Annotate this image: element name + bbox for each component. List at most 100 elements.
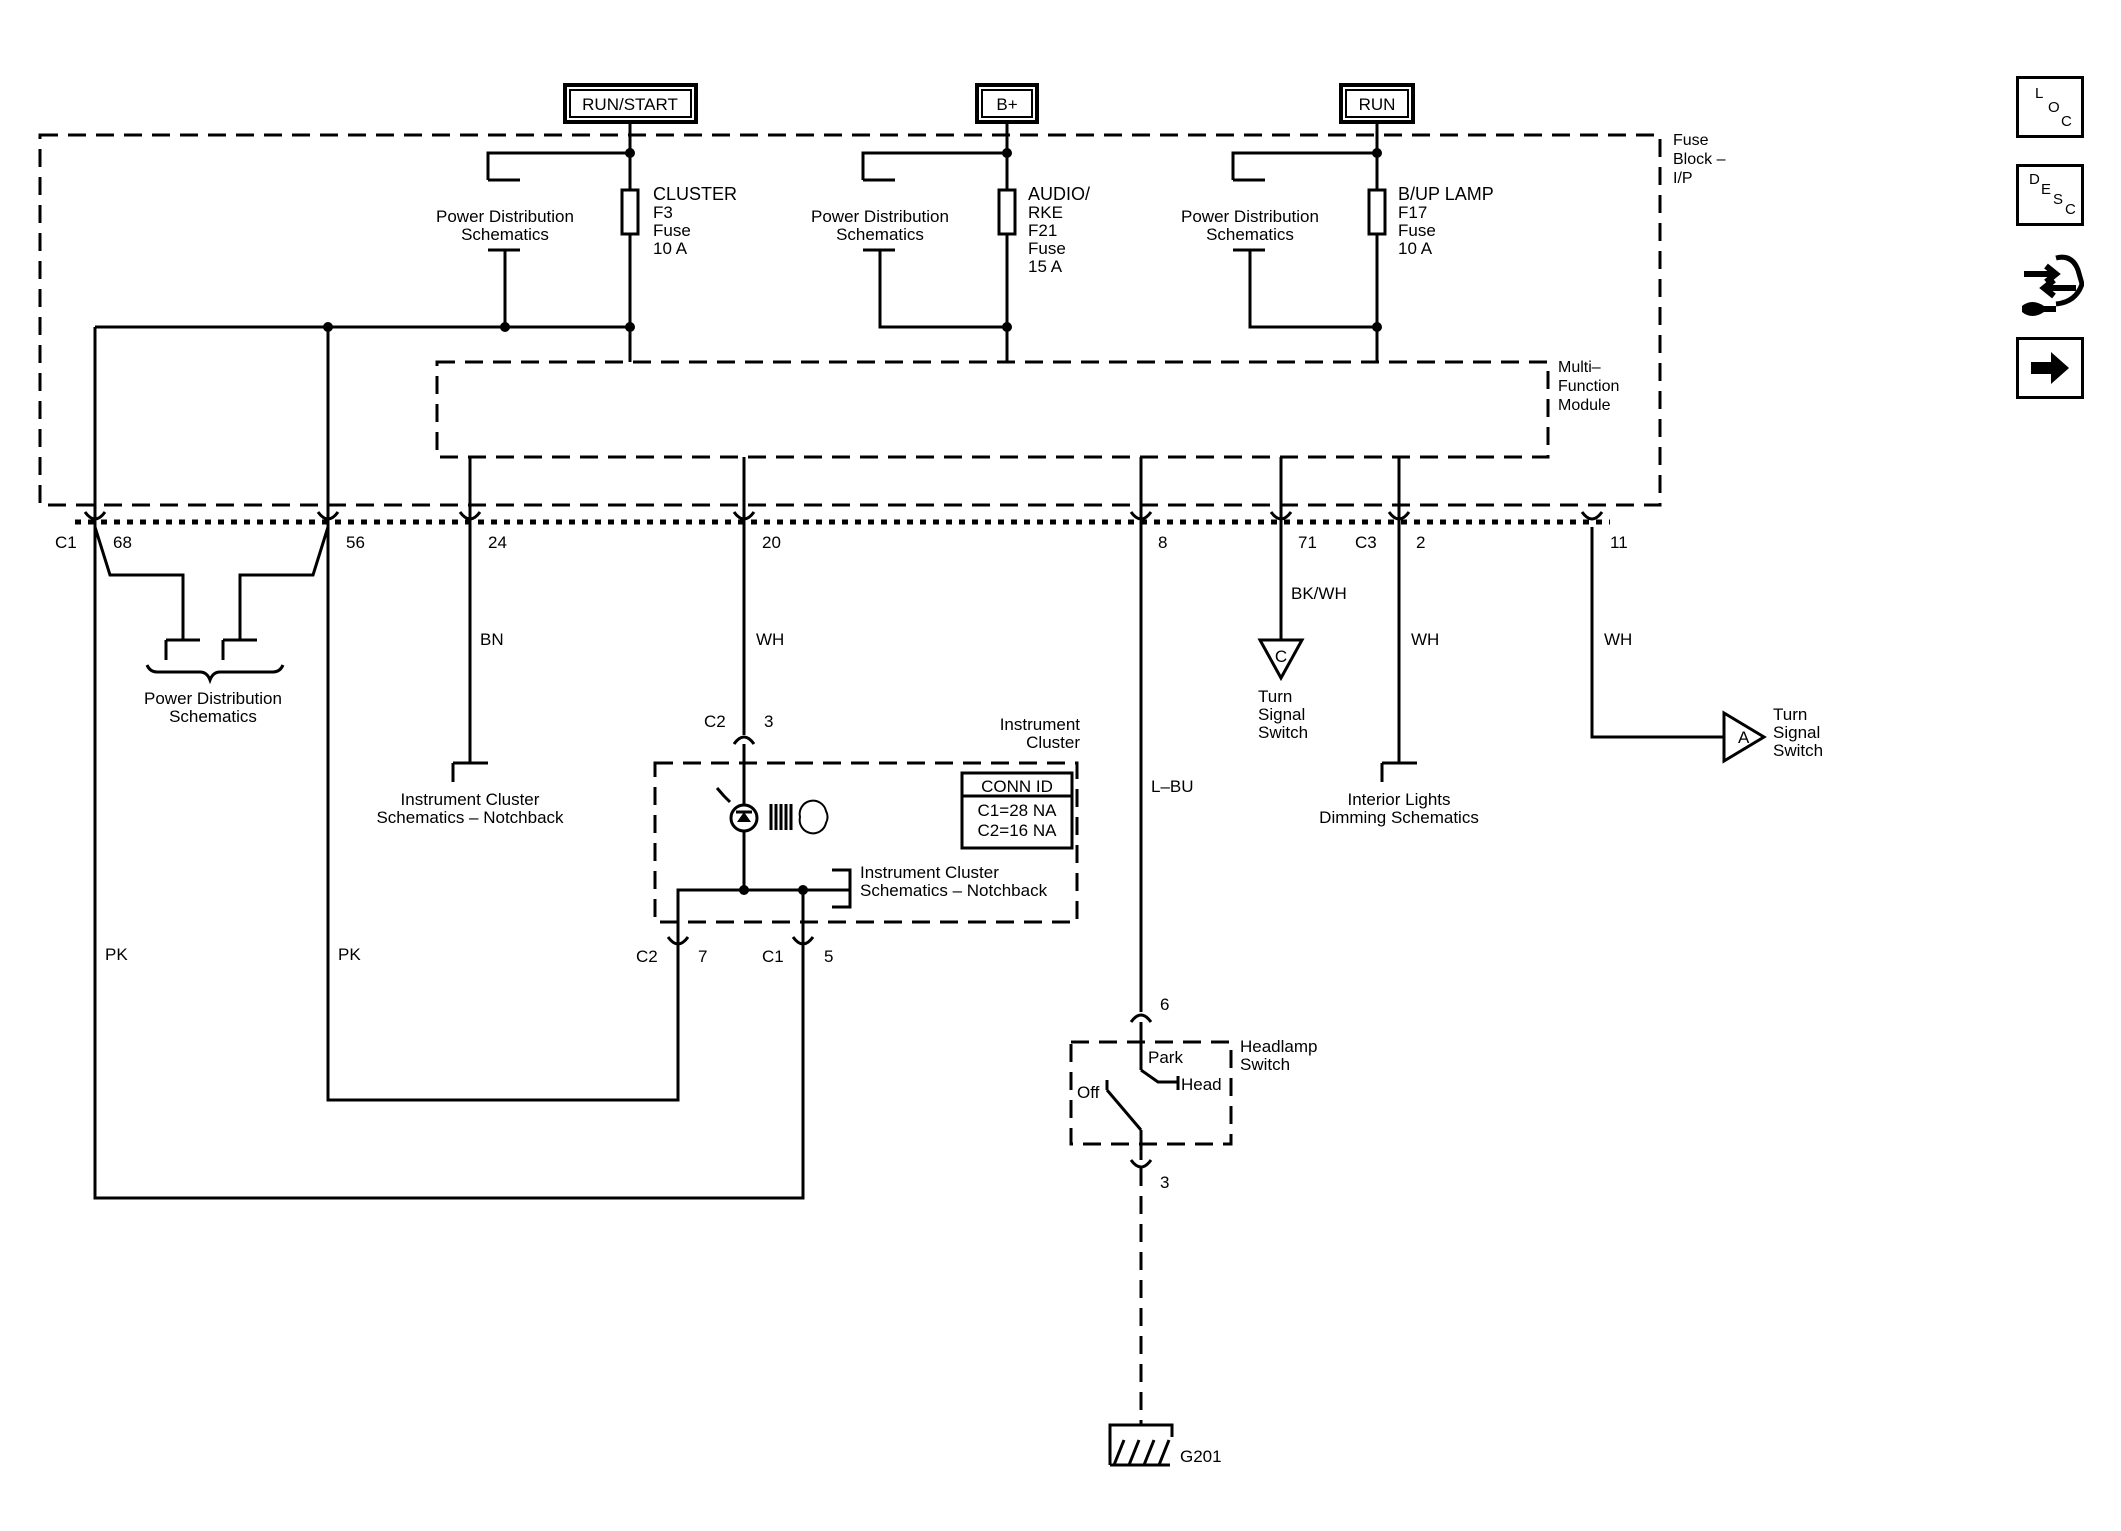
power-label-run-start: RUN/START bbox=[563, 83, 698, 124]
svg-text:F17: F17 bbox=[1398, 203, 1427, 222]
svg-text:Instrument: Instrument bbox=[1000, 715, 1081, 734]
svg-text:C2=16 NA: C2=16 NA bbox=[978, 821, 1058, 840]
svg-text:L–BU: L–BU bbox=[1151, 777, 1194, 796]
svg-text:Cluster: Cluster bbox=[1026, 733, 1080, 752]
svg-text:C2: C2 bbox=[704, 712, 726, 731]
svg-text:Power Distribution: Power Distribution bbox=[1181, 207, 1319, 226]
wh-instrument-cluster-circuit: WH C2 3 bbox=[704, 457, 784, 745]
svg-text:8: 8 bbox=[1158, 533, 1167, 552]
svg-text:Block –: Block – bbox=[1673, 151, 1726, 168]
svg-text:Schematics: Schematics bbox=[461, 225, 549, 244]
svg-text:C1=28 NA: C1=28 NA bbox=[978, 801, 1058, 820]
svg-text:Power Distribution: Power Distribution bbox=[811, 207, 949, 226]
svg-text:Switch: Switch bbox=[1773, 741, 1823, 760]
svg-text:Power Distribution: Power Distribution bbox=[144, 689, 282, 708]
svg-text:11: 11 bbox=[1610, 533, 1628, 552]
wh-interior-lights-circuit: WH Interior Lights Dimming Schematics bbox=[1319, 457, 1479, 827]
svg-text:B+: B+ bbox=[996, 95, 1017, 114]
svg-text:Instrument Cluster: Instrument Cluster bbox=[860, 863, 999, 882]
svg-text:WH: WH bbox=[1411, 630, 1439, 649]
svg-text:Schematics: Schematics bbox=[169, 707, 257, 726]
svg-text:3: 3 bbox=[1160, 1173, 1169, 1192]
svg-text:Switch: Switch bbox=[1240, 1055, 1290, 1074]
svg-text:Dimming Schematics: Dimming Schematics bbox=[1319, 808, 1479, 827]
pk-circuits: Power Distribution Schematics PK PK bbox=[93, 327, 805, 1200]
headlamp-icon bbox=[798, 799, 829, 835]
svg-text:CONN ID: CONN ID bbox=[981, 777, 1053, 796]
svg-text:3: 3 bbox=[764, 712, 773, 731]
svg-text:Park: Park bbox=[1148, 1048, 1183, 1067]
svg-text:RUN: RUN bbox=[1359, 95, 1396, 114]
svg-text:A: A bbox=[1738, 728, 1750, 747]
svg-text:B/UP LAMP: B/UP LAMP bbox=[1398, 184, 1494, 204]
svg-text:PK: PK bbox=[105, 945, 128, 964]
svg-text:Turn: Turn bbox=[1773, 705, 1807, 724]
svg-text:15 A: 15 A bbox=[1028, 257, 1063, 276]
svg-text:6: 6 bbox=[1160, 995, 1169, 1014]
connector-tool-icon[interactable] bbox=[2016, 244, 2085, 324]
svg-text:Schematics: Schematics bbox=[1206, 225, 1294, 244]
multi-function-module-outline: Multi– Function Module bbox=[435, 359, 1619, 459]
power-label-run: RUN bbox=[1339, 83, 1415, 124]
svg-text:AUDIO/: AUDIO/ bbox=[1028, 184, 1090, 204]
fuse-f21-symbol bbox=[997, 188, 1017, 236]
svg-text:C2: C2 bbox=[636, 947, 658, 966]
svg-text:24: 24 bbox=[488, 533, 507, 552]
svg-text:Function: Function bbox=[1558, 378, 1619, 395]
cluster-fuse-circuit: Power Distribution Schematics CLUSTER F3… bbox=[95, 122, 737, 362]
svg-text:20: 20 bbox=[762, 533, 781, 552]
power-label-b-plus: B+ bbox=[975, 83, 1039, 124]
svg-text:Fuse: Fuse bbox=[1028, 239, 1066, 258]
bn-circuit: BN Instrument Cluster Schematics – Notch… bbox=[376, 457, 564, 827]
svg-text:10 A: 10 A bbox=[1398, 239, 1433, 258]
svg-text:68: 68 bbox=[113, 533, 132, 552]
svg-text:RKE: RKE bbox=[1028, 203, 1063, 222]
svg-text:Signal: Signal bbox=[1258, 705, 1305, 724]
fuse-f17-symbol bbox=[1367, 188, 1387, 236]
svg-text:Module: Module bbox=[1558, 397, 1611, 414]
svg-text:Off: Off bbox=[1077, 1083, 1100, 1102]
svg-text:Fuse: Fuse bbox=[653, 221, 691, 240]
svg-text:WH: WH bbox=[756, 630, 784, 649]
svg-text:Schematics – Notchback: Schematics – Notchback bbox=[376, 808, 564, 827]
backup-lamp-fuse-circuit: Power Distribution Schematics B/UP LAMP … bbox=[1181, 122, 1494, 362]
svg-text:Fuse: Fuse bbox=[1398, 221, 1436, 240]
svg-text:CLUSTER: CLUSTER bbox=[653, 184, 737, 204]
svg-text:10 A: 10 A bbox=[653, 239, 688, 258]
svg-text:PK: PK bbox=[338, 945, 361, 964]
svg-text:Switch: Switch bbox=[1258, 723, 1308, 742]
fuse-block-outline: Fuse Block – I/P bbox=[38, 132, 1726, 507]
fuse-f3-symbol bbox=[620, 188, 640, 236]
svg-text:2: 2 bbox=[1416, 533, 1425, 552]
bkwh-turn-signal-circuit: BK/WH C Turn Signal Switch bbox=[1257, 457, 1347, 742]
svg-text:Schematics: Schematics bbox=[836, 225, 924, 244]
svg-text:71: 71 bbox=[1298, 533, 1317, 552]
svg-text:C3: C3 bbox=[1355, 533, 1377, 552]
svg-text:RUN/START: RUN/START bbox=[582, 95, 678, 114]
svg-text:BN: BN bbox=[480, 630, 504, 649]
conn-id-table bbox=[960, 771, 1074, 850]
svg-text:5: 5 bbox=[824, 947, 833, 966]
svg-text:BK/WH: BK/WH bbox=[1291, 584, 1347, 603]
svg-text:Fuse: Fuse bbox=[1673, 132, 1709, 149]
svg-text:Interior Lights: Interior Lights bbox=[1348, 790, 1451, 809]
next-arrow-icon[interactable] bbox=[2016, 337, 2084, 399]
svg-text:Instrument Cluster: Instrument Cluster bbox=[401, 790, 540, 809]
svg-text:Turn: Turn bbox=[1258, 687, 1292, 706]
svg-text:Multi–: Multi– bbox=[1558, 359, 1601, 376]
svg-text:Signal: Signal bbox=[1773, 723, 1820, 742]
svg-text:F3: F3 bbox=[653, 203, 673, 222]
offpage-connector-a bbox=[1722, 710, 1767, 764]
svg-text:56: 56 bbox=[346, 533, 365, 552]
description-icon[interactable]: D E S C bbox=[2016, 164, 2084, 226]
location-icon[interactable]: L O C bbox=[2016, 76, 2084, 138]
svg-text:C: C bbox=[1275, 647, 1287, 666]
svg-text:I/P: I/P bbox=[1673, 170, 1693, 187]
wh-turn-signal-a-circuit: WH A Turn Signal Switch bbox=[1590, 527, 1823, 764]
svg-text:Head: Head bbox=[1181, 1075, 1222, 1094]
svg-text:C1: C1 bbox=[762, 947, 784, 966]
offpage-connector-c bbox=[1257, 638, 1305, 682]
svg-text:Schematics – Notchback: Schematics – Notchback bbox=[860, 881, 1048, 900]
svg-text:Power Distribution: Power Distribution bbox=[436, 207, 574, 226]
